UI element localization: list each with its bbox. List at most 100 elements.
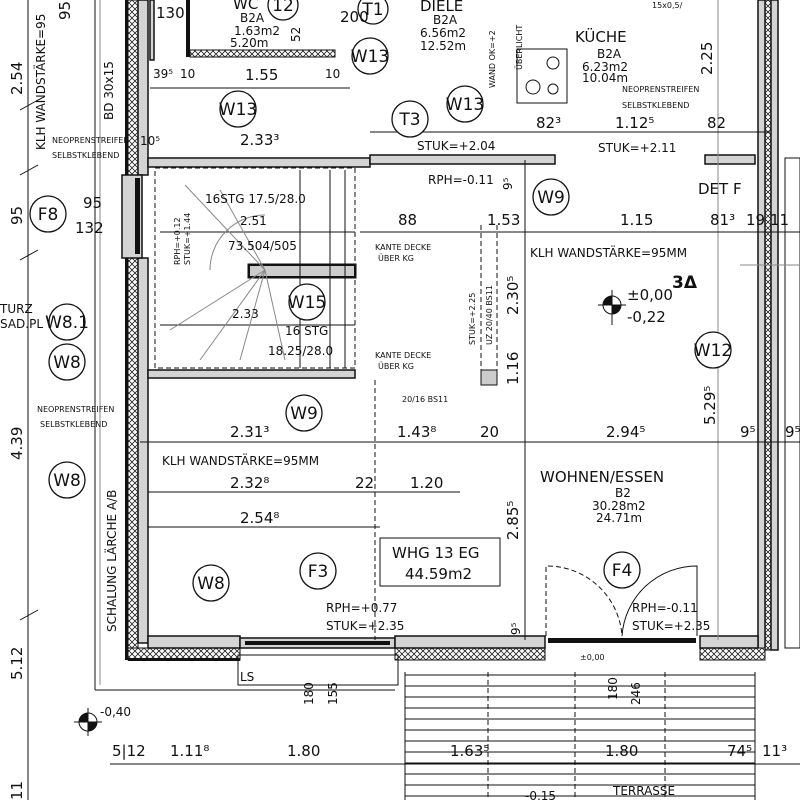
note-beam: 20/16 BS11	[402, 395, 448, 404]
tag-circle	[357, 0, 389, 25]
dim-b512: 5|12	[112, 742, 146, 760]
room-wc-area: 1.63m2	[234, 24, 280, 38]
tag-f8: F8	[29, 195, 67, 233]
dim-1125: 1.12⁵	[615, 114, 654, 132]
unit-title: WHG 13 EG	[392, 544, 479, 562]
tag-label: W9	[537, 188, 565, 208]
room-diele-perimeter: 12.52m	[420, 39, 466, 53]
unit-area: 44.59m2	[405, 565, 472, 583]
tag-label: W13	[446, 95, 484, 115]
note-stair-1: 16STG 17.5/28.0	[205, 192, 306, 206]
room-wohnen-perimeter: 24.71m	[596, 511, 642, 525]
dim-b1118: 1.11⁸	[170, 742, 209, 760]
dimension-lines	[110, 87, 800, 765]
tag-circle	[391, 100, 429, 138]
note-schalung: SCHALUNG LÄRCHE A/B	[104, 490, 119, 632]
note-stuk-beam: STUK=+2.25	[468, 293, 477, 345]
room-wohnen-area: 30.28m2	[592, 499, 646, 513]
tag-w13: W13	[351, 37, 389, 75]
dim-180a: 180	[302, 682, 316, 705]
note-stair-2c: 2.33	[232, 307, 259, 321]
dim-105: 10⁵	[140, 134, 160, 148]
tag-circle	[48, 303, 86, 341]
note-3-delta: 3Δ	[672, 273, 698, 293]
dim-2548: 2.54⁸	[240, 509, 279, 527]
unit-label-box: WHG 13 EG 44.59m2	[379, 537, 501, 587]
note-sadpl: SAD.PL	[0, 317, 43, 331]
dim-88: 88	[398, 211, 417, 229]
tag-label: W8	[53, 471, 81, 491]
note-rph-stair: RPH=+0.12	[173, 217, 182, 265]
tag-w8-1: W8.1	[45, 303, 89, 341]
tag-label: F8	[38, 205, 59, 225]
note-stair-2: 16 STG	[285, 324, 328, 338]
dim-10b: 10	[325, 67, 340, 81]
dim-395: 39⁵	[153, 67, 173, 81]
dim-115: 1.15	[620, 211, 653, 229]
tag-12: 12	[267, 0, 299, 21]
staircase	[154, 167, 357, 369]
note-wand: WAND OK=+2	[488, 30, 497, 88]
dim-155b: 155	[326, 682, 340, 705]
dim-19: 19	[746, 211, 765, 229]
note-neopren-3: NEOPRENSTREIFEN	[622, 85, 699, 94]
dim-v512: 5.12	[8, 647, 26, 680]
dim-22: 22	[355, 474, 374, 492]
room-kueche-area: 6.23m2	[582, 60, 628, 74]
note-selbst-1: SELBSTKLEBEND	[52, 151, 119, 160]
tag-label: T1	[361, 0, 383, 20]
dim-813: 81³	[710, 211, 735, 229]
note-kante-1b: ÜBER KG	[378, 253, 414, 263]
tag-circle	[694, 331, 732, 369]
room-kueche-perimeter: 10.04m	[582, 71, 628, 85]
dim-95k: 9⁵	[501, 177, 515, 190]
level-outside: -0,40	[100, 705, 131, 719]
room-wohnen-code: B2	[615, 486, 631, 500]
note-ueberlicht: ÜBERLICHT	[514, 25, 524, 70]
note-rph-t3: RPH=-0.11	[428, 173, 494, 187]
note-kante-2b: ÜBER KG	[378, 361, 414, 371]
door-f4-swing	[545, 565, 698, 637]
tag-label: W8	[197, 574, 225, 594]
tag-w8: W8	[48, 343, 86, 381]
note-kante-2a: KANTE DECKE	[375, 351, 431, 360]
dim-153: 1.53	[487, 211, 520, 229]
tag-label: F3	[308, 562, 329, 582]
terrace-decking	[404, 672, 756, 800]
tag-label: W8	[53, 353, 81, 373]
tag-w8: W8	[192, 564, 230, 602]
tag-label: W12	[694, 341, 732, 361]
note-stair-1c: 73.504/505	[228, 239, 297, 253]
room-labels: WC B2A 1.63m2 5.20m DIELE B2A 6.56m2 12.…	[230, 0, 675, 798]
tag-circle	[219, 90, 257, 128]
tag-circle	[288, 283, 326, 321]
kitchen-stove-icon	[516, 48, 568, 104]
dim-155: 1.55	[245, 66, 278, 84]
tag-label: 12	[272, 0, 294, 16]
tag-w12: W12	[694, 331, 732, 369]
dim-2305: 2.30⁵	[504, 276, 522, 315]
room-kueche-name: KÜCHE	[575, 27, 627, 46]
dim-2328: 2.32⁸	[230, 474, 269, 492]
dim-180b: 180	[606, 677, 620, 700]
tag-circle	[285, 394, 323, 432]
dim-20: 20	[480, 423, 499, 441]
note-selbst-3: SELBSTKLEBEND	[622, 101, 689, 110]
tag-circle	[267, 0, 299, 21]
note-det-f: DET F	[698, 180, 742, 198]
note-stuk-f4: STUK=+2.35	[632, 619, 710, 633]
tag-circle	[48, 461, 86, 499]
room-wc-perimeter: 5.20m	[230, 36, 268, 50]
tag-circle	[299, 552, 337, 590]
dim-95r2: 9⁵	[785, 423, 800, 441]
dim-b180: 1.80	[287, 742, 320, 760]
dim-130: 130	[156, 4, 185, 22]
tag-label: W15	[288, 293, 326, 313]
tag-f4: F4	[603, 551, 641, 589]
note-klh-left: KLH WANDSTÄRKE=95	[33, 14, 48, 150]
tag-label: F4	[612, 561, 633, 581]
tag-circle	[603, 551, 641, 589]
level-door: ±0,00	[580, 653, 605, 662]
level-marker-icon	[74, 290, 626, 736]
